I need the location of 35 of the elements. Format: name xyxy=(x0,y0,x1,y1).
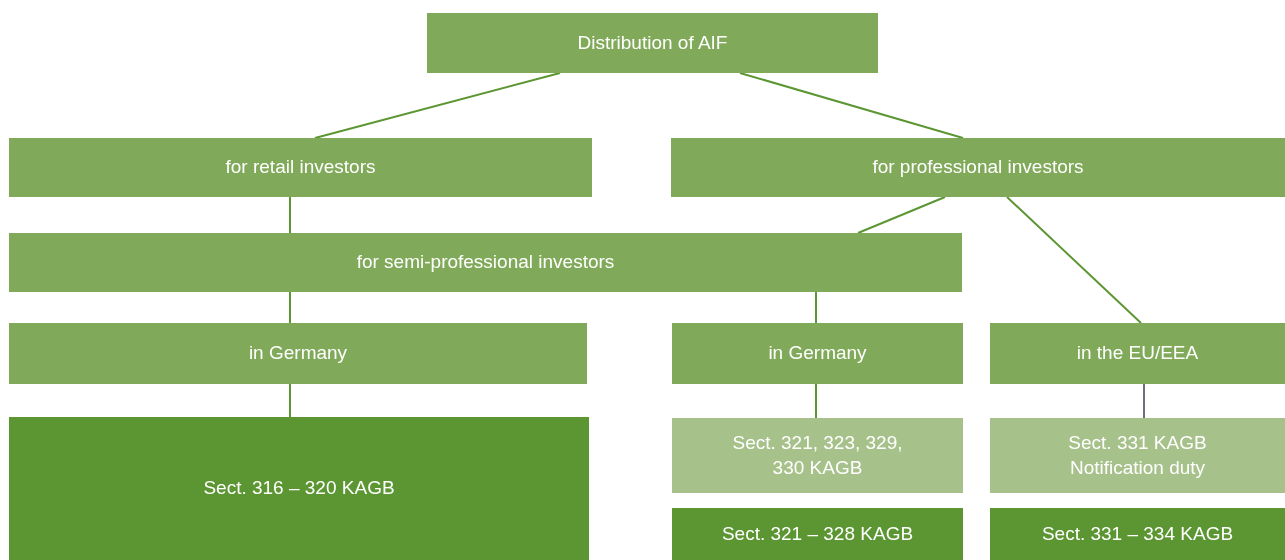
box-label: Distribution of AIF xyxy=(577,30,728,55)
connector-line xyxy=(289,196,291,234)
process-box xyxy=(672,418,963,493)
process-box xyxy=(427,13,878,73)
connector-line xyxy=(815,383,817,419)
box-label: Sect. 331 – 334 KAGB xyxy=(1041,521,1234,546)
connector-line xyxy=(289,291,291,324)
box-label: Sect. 321, 323, 329, 330 KAGB xyxy=(731,430,904,480)
process-box xyxy=(990,418,1285,493)
process-box xyxy=(9,233,962,292)
connector-line xyxy=(857,196,946,234)
box-label: Sect. 316 – 320 KAGB xyxy=(203,476,395,501)
box-label: Sect. 321 – 328 KAGB xyxy=(721,521,914,546)
process-box xyxy=(9,417,589,560)
box-label: in the EU/EEA xyxy=(1076,341,1199,366)
connector-line xyxy=(314,72,561,139)
process-box xyxy=(990,508,1285,560)
process-box xyxy=(9,323,587,384)
connector-line xyxy=(1006,196,1142,324)
box-label: Sect. 331 KAGB xyxy=(1068,430,1207,455)
connector-line xyxy=(739,72,964,139)
process-box xyxy=(672,323,963,384)
connector-line xyxy=(815,291,817,324)
box-label: in Germany xyxy=(768,341,867,366)
process-box xyxy=(671,138,1285,197)
process-box xyxy=(990,323,1285,384)
box-label: for retail investors xyxy=(225,155,376,180)
box-label: for semi-professional investors xyxy=(356,250,615,275)
connector-line xyxy=(1143,383,1145,419)
box-label: for professional investors xyxy=(872,155,1084,180)
connector-line xyxy=(289,383,291,418)
process-box xyxy=(9,138,592,197)
box-label: Notification duty xyxy=(1069,455,1206,480)
process-box xyxy=(672,508,963,560)
box-label: in Germany xyxy=(248,341,348,366)
